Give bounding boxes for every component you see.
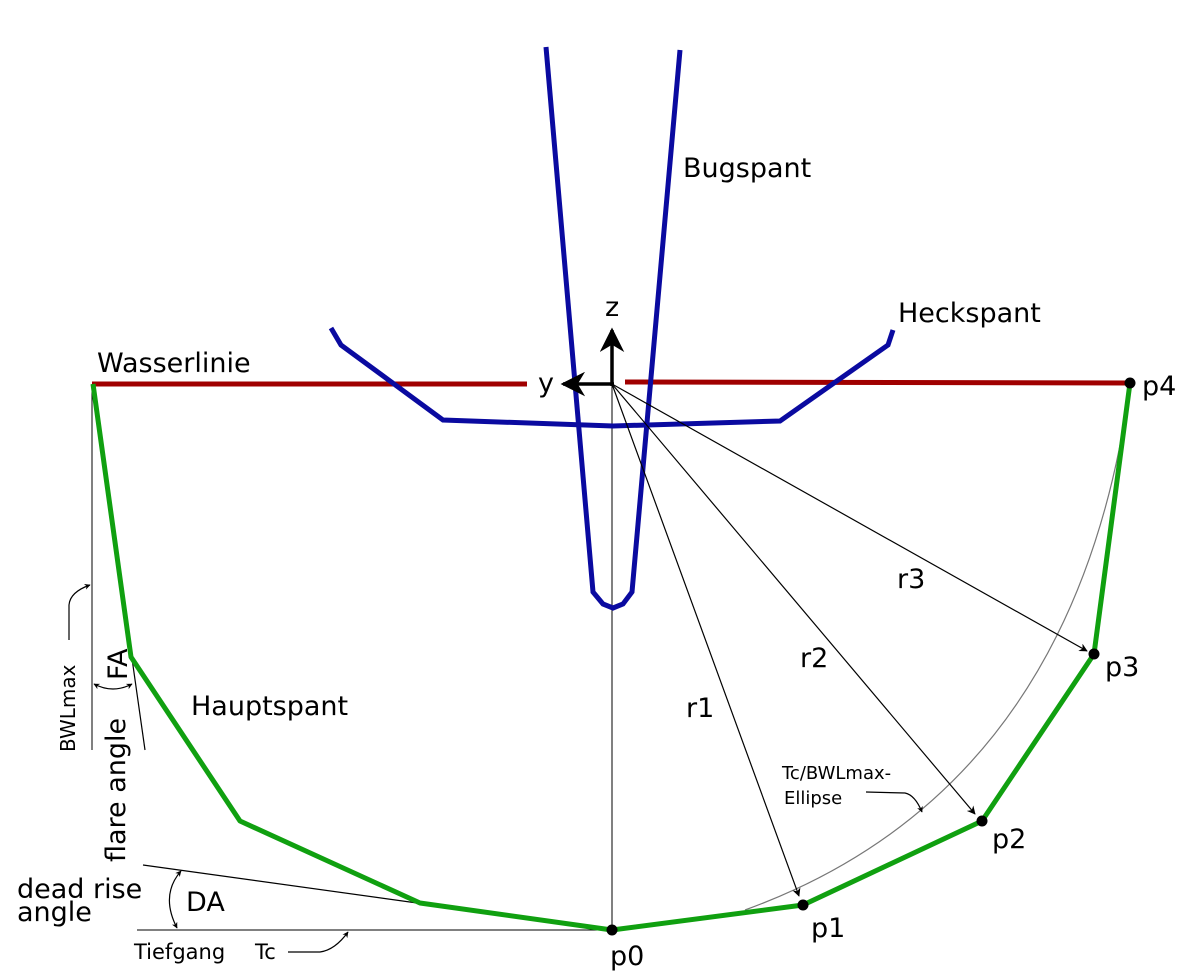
- label-ellipse-2: Ellipse: [784, 788, 842, 809]
- ellipse-pointer-arrow: [865, 791, 923, 813]
- label-ellipse-1: Tc/BWLmax-: [781, 763, 891, 784]
- tc-pointer-arrow: [288, 931, 349, 953]
- r3-arrow: [611, 383, 1088, 652]
- label-heckspant: Heckspant: [898, 298, 1041, 329]
- label-p1: p1: [811, 913, 845, 944]
- point-p0: [606, 924, 618, 936]
- point-p2: [976, 815, 988, 827]
- label-dead-rise-1: dead rise: [17, 874, 142, 905]
- label-tiefgang: Tiefgang: [133, 940, 225, 964]
- label-y: y: [538, 368, 554, 399]
- point-p1: [797, 899, 809, 911]
- bwlmax-pointer-arrow: [68, 583, 91, 640]
- waterline-right: [624, 379, 1131, 386]
- point-p4: [1124, 377, 1136, 389]
- point-p3: [1088, 648, 1100, 660]
- bugspant-curve: [543, 46, 683, 611]
- label-r2: r2: [800, 643, 828, 674]
- label-hauptspant: Hauptspant: [191, 691, 348, 722]
- label-p3: p3: [1105, 652, 1139, 683]
- label-fa: FA: [103, 648, 134, 680]
- label-r3: r3: [897, 564, 925, 595]
- heckspant-curve: [328, 326, 896, 429]
- label-wasserlinie: Wasserlinie: [97, 348, 251, 379]
- label-z: z: [605, 292, 619, 323]
- label-tc: Tc: [254, 940, 276, 964]
- label-p4: p4: [1142, 371, 1176, 402]
- label-r1: r1: [686, 693, 714, 724]
- label-flare-angle: flare angle: [101, 718, 132, 862]
- label-bugspant: Bugspant: [683, 153, 811, 184]
- r2-arrow: [611, 383, 976, 815]
- label-bwlmax: BWLmax: [56, 664, 80, 752]
- da-angle-arc: [168, 870, 182, 929]
- fa-angle-arc: [93, 683, 133, 690]
- label-dead-rise-2: angle: [17, 897, 92, 928]
- label-da: DA: [186, 887, 225, 918]
- ellipse-arc: [744, 384, 1131, 911]
- r1-arrow: [611, 383, 801, 897]
- label-p0: p0: [610, 941, 644, 972]
- label-p2: p2: [992, 824, 1026, 855]
